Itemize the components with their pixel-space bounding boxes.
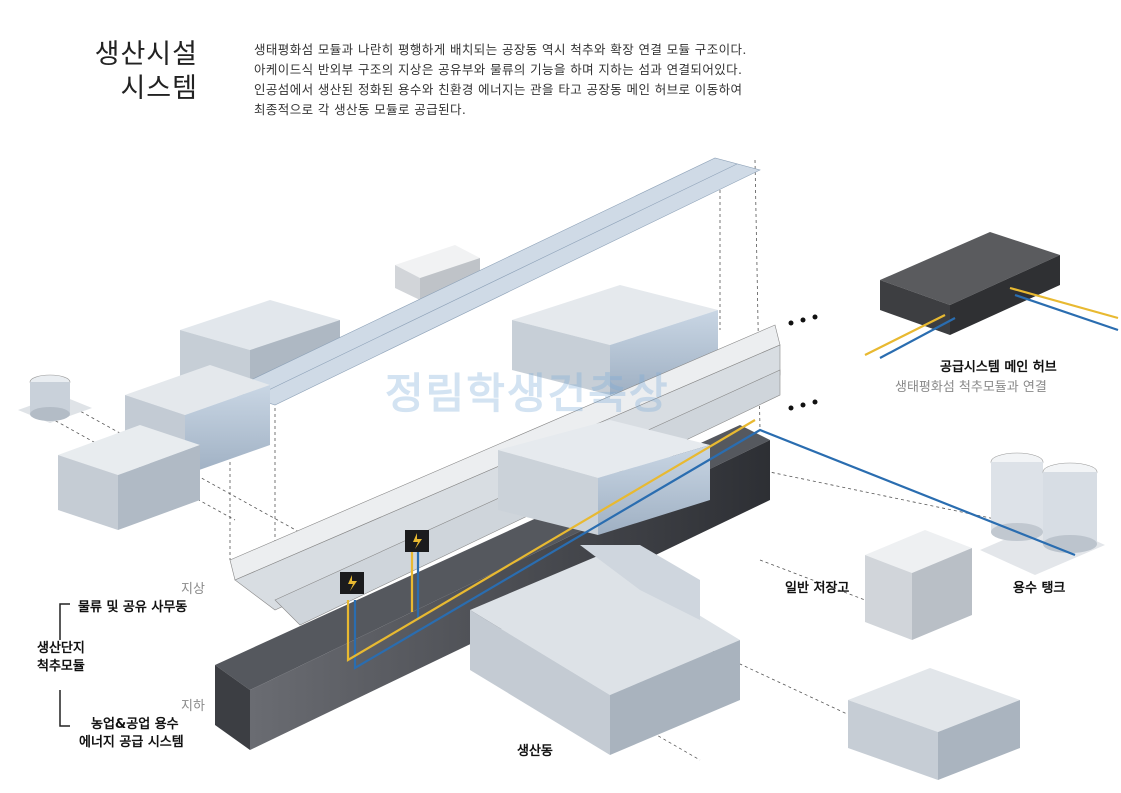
electric-box-1: [340, 572, 364, 594]
production-label: 생산동: [517, 744, 553, 759]
module-line-2: 척추모듈: [37, 659, 85, 674]
warehouse-upper-right: [512, 285, 718, 395]
watermark: 정림학생건축상: [385, 369, 670, 418]
ground-desc-label: 물류 및 공유 사무동: [78, 600, 188, 615]
left-bracket: [59, 603, 70, 727]
title-line-2: 시스템: [120, 73, 198, 104]
electric-box-2: [405, 530, 429, 552]
hub-subtitle-label: 생태평화섬 척추모듈과 연결: [895, 380, 1047, 395]
energy-pipe: [346, 286, 1119, 662]
module-line-1: 생산단지: [37, 641, 85, 656]
supply-hub-block: [880, 232, 1060, 335]
description-line-2: 아케이드식 반외부 구조의 지상은 공유부와 물류의 기능을 하며 지하는 섬과…: [254, 62, 743, 77]
module-label: 생산단지 척추모듈: [37, 640, 85, 676]
description: 생태평화섬 모듈과 나란히 평행하게 배치되는 공장동 역시 척추와 확장 연결…: [254, 40, 924, 120]
title-line-1: 생산시설: [94, 39, 198, 70]
underground-line-2: 에너지 공급 시스템: [79, 735, 184, 750]
continuation-dots: [788, 314, 818, 411]
production-building: [470, 545, 740, 755]
warehouse-center: [498, 420, 710, 535]
small-tank-left: [18, 374, 92, 423]
warehouse-bottom-right: [848, 668, 1020, 780]
underground-label: 지하: [181, 699, 205, 714]
page-title: 생산시설 시스템: [88, 38, 198, 106]
water-tanks: [980, 452, 1105, 575]
description-line-4: 최종적으로 각 생산동 모듈로 공급된다.: [254, 102, 467, 117]
description-line-3: 인공섬에서 생산된 정화된 용수와 친환경 에너지는 관을 타고 공장동 메인 …: [254, 82, 743, 97]
warehouse-left-front: [58, 425, 200, 530]
hub-title-label: 공급시스템 메인 허브: [940, 360, 1057, 375]
water-pipe: [353, 293, 1119, 670]
storage-label: 일반 저장고: [785, 581, 850, 596]
small-block-top: [395, 245, 480, 300]
underground-line-1: 농업&공업 용수: [91, 717, 179, 732]
tank-label: 용수 탱크: [1013, 581, 1066, 596]
storage-box: [865, 530, 972, 640]
ground-label: 지상: [181, 582, 205, 597]
description-line-1: 생태평화섬 모듈과 나란히 평행하게 배치되는 공장동 역시 척추와 확장 연결…: [254, 42, 747, 57]
